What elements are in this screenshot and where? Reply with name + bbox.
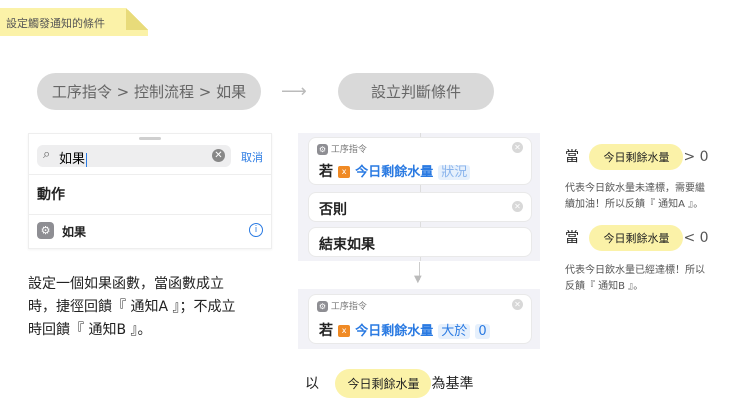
condition-token[interactable]: 狀況	[438, 165, 471, 180]
end-if-card[interactable]: 結束如果	[308, 227, 532, 257]
footer-caption: 以 今日剩餘水量為基準	[305, 369, 473, 398]
search-icon: ⌕	[43, 147, 51, 162]
clear-icon[interactable]: ✕	[212, 149, 225, 162]
condition-prefix: 當	[565, 149, 579, 165]
condition-1: 當 今日剩餘水量> 0	[565, 144, 709, 170]
condition-desc-line: 代表今日飲水量未達標，需要繼	[565, 183, 705, 194]
card-header: 工序指令	[330, 302, 367, 312]
end-if-label: 結束如果	[319, 237, 375, 253]
footer-highlight: 今日剩餘水量	[335, 369, 432, 398]
description-line: 時，捷徑回饋『 通知A 』；不成立	[28, 299, 236, 315]
value-token[interactable]: 0	[475, 324, 490, 339]
if-label: 若	[319, 164, 333, 180]
search-input[interactable]: 如果	[59, 152, 86, 167]
card-header: 工序指令	[330, 145, 367, 155]
if-label: 若	[319, 323, 333, 339]
condition-highlight: 今日剩餘水量	[589, 225, 684, 251]
footer-suffix: 為基準	[431, 376, 474, 392]
condition-1-desc: 代表今日飲水量未達標，需要繼 續加油！所以反饋『 通知A 』。	[565, 181, 705, 213]
remove-icon[interactable]: ✕	[512, 201, 523, 212]
condition-desc-line: 反饋『 通知B 』。	[565, 281, 644, 292]
section-tag-label: 設定觸發通知的條件	[6, 17, 105, 30]
condition-operator: > 0	[683, 149, 709, 165]
variable-token[interactable]: 今日剩餘水量	[355, 165, 434, 180]
cancel-button[interactable]: 取消	[241, 151, 263, 164]
condition-desc-line: 續加油！所以反饋『 通知A 』。	[565, 199, 704, 210]
condition-token[interactable]: 大於	[438, 324, 471, 339]
condition-operator: < 0	[683, 230, 709, 246]
remove-icon[interactable]: ✕	[512, 299, 523, 310]
gear-icon: ⚙	[317, 144, 328, 155]
variable-token[interactable]: 今日剩餘水量	[355, 324, 434, 339]
section-title: 動作	[37, 187, 65, 203]
arrow-down-icon: ▼	[414, 274, 422, 285]
remove-icon[interactable]: ✕	[512, 142, 523, 153]
description: 設定一個如果函數，當函數成立 時，捷徑回饋『 通知A 』；不成立 時回饋『 通知…	[28, 273, 278, 342]
condition-desc-line: 代表今日飲水量已經達標！所以	[565, 265, 705, 276]
otherwise-card[interactable]: 否則 ✕	[308, 192, 532, 222]
condition-pill: 設立判斷條件	[338, 73, 494, 110]
result-label: 如果	[62, 225, 87, 239]
info-icon[interactable]: i	[249, 223, 263, 237]
path-pill: 工序指令 > 控制流程 > 如果	[37, 73, 261, 110]
condition-highlight: 今日剩餘水量	[589, 144, 684, 170]
variable-icon: x	[338, 165, 351, 178]
action-search-panel: ⌕ 如果 ✕ 取消 動作 ⚙ 如果 i	[28, 133, 272, 249]
condition-2: 當 今日剩餘水量< 0	[565, 225, 709, 251]
otherwise-label: 否則	[319, 202, 347, 218]
gear-icon: ⚙	[317, 301, 328, 312]
section-tag: 設定觸發通知的條件	[0, 8, 148, 36]
gear-icon: ⚙	[37, 222, 54, 239]
condition-2-desc: 代表今日飲水量已經達標！所以 反饋『 通知B 』。	[565, 263, 705, 295]
footer-prefix: 以	[305, 376, 319, 392]
if-action-card[interactable]: ⚙ 工序指令 ✕ 若 x 今日剩餘水量 狀況	[308, 137, 532, 185]
description-line: 設定一個如果函數，當函數成立	[28, 276, 224, 292]
drag-handle[interactable]	[139, 137, 161, 140]
variable-icon: x	[338, 324, 351, 337]
search-field[interactable]: ⌕ 如果 ✕	[37, 145, 231, 167]
description-line: 時回饋『 通知B 』。	[28, 322, 152, 338]
condition-prefix: 當	[565, 230, 579, 246]
arrow-right-icon: ⟶	[281, 81, 307, 102]
if-action-card-configured[interactable]: ⚙ 工序指令 ✕ 若 x 今日剩餘水量 大於 0	[308, 294, 532, 344]
